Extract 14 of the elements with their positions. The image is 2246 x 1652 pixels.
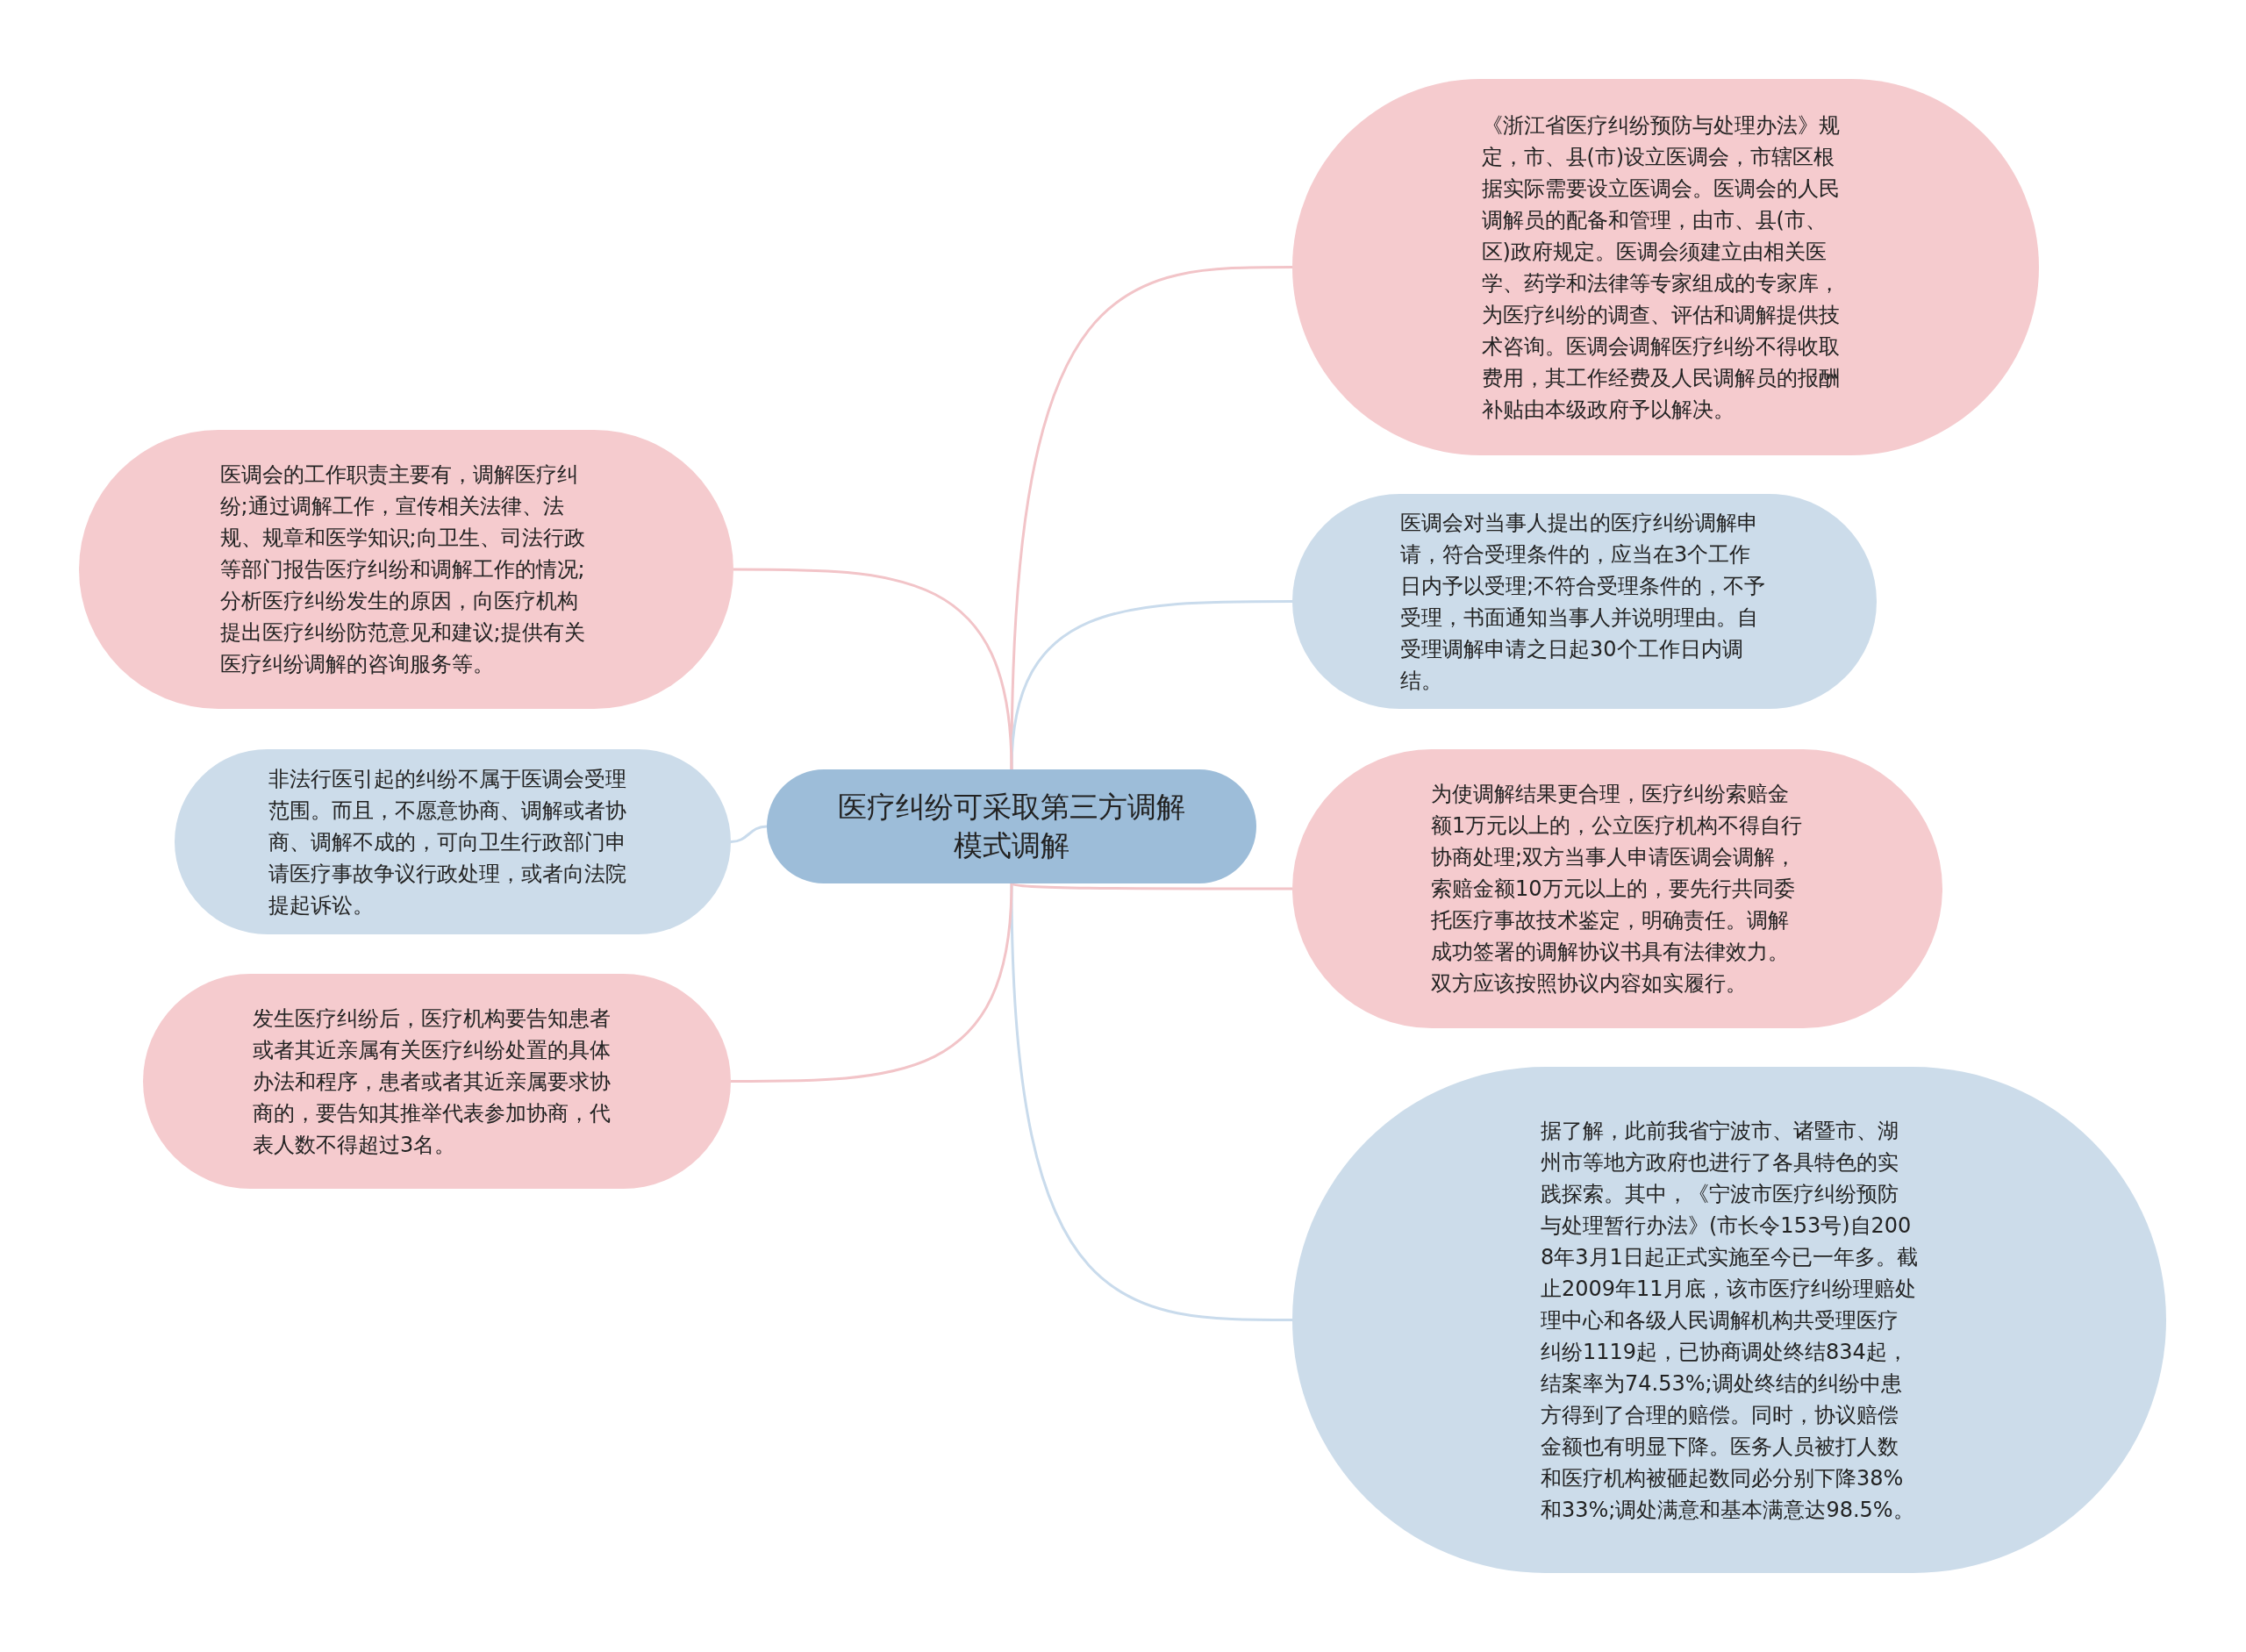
topic-text: 医调会对当事人提出的医疗纠纷调解申请，符合受理条件的，应当在3个工作日内予以受理;不符合受理条件的，不予受理，书面通知当事人并说明理由。自受理调解申请之日起30个工作日内调结。 <box>1400 509 1767 695</box>
topic-text: 发生医疗纠纷后，医疗机构要告知患者或者其近亲属有关医疗纠纷处置的具体办法和程序，患者或者其近亲属要求协商的，要告知其推举代表参加协商，代表人数不得超过3名。 <box>253 1005 612 1159</box>
connector-line <box>1010 883 1292 1321</box>
topic-text: 为使调解结果更合理，医疗纠纷索赔金额1万元以上的，公立医疗机构不得自行协商处理;双方当事人申请医调会调解，索赔金额10万元以上的，要先行共同委托医疗事故技术鉴定，明确责任。调解成功签署的调解协议书具有法律效力。双方应该按照协议内容如实履行。 <box>1431 781 1804 998</box>
connector-line <box>1011 882 1292 890</box>
topic-text: 医调会的工作职责主要有，调解医疗纠纷;通过调解工作，宣传相关法律、法规、规章和医学知识;向卫生、司法行政等部门报告医疗纠纷和调解工作的情况;分析医疗纠纷发生的原因，向医疗机构提出医疗纠纷防范意见和建议;提供有关医疗纠纷调解的咨询服务等。 <box>219 461 586 678</box>
topic-text: 《浙江省医疗纠纷预防与处理办法》规定，市、县(市)设立医调会，市辖区根据实际需要设立医调会。医调会的人民调解员的配备和管理，由市、县(市、区)政府规定。医调会须建立由相关医学、药学和法律等专家组成的专家库，为医疗纠纷的调查、评估和调解提供技术咨询。医调会调解医疗纠纷不得收取费用，其工作经费及人民调解员的报酬补贴由本级政府予以解决。 <box>1481 111 1841 424</box>
topic-text: 非法行医引起的纠纷不属于医调会受理范围。而且，不愿意协商、调解或者协商、调解不成的，可向卫生行政部门申请医疗事故争议行政处理，或者向法院提起诉讼。 <box>268 765 627 919</box>
connector-line <box>733 568 1013 770</box>
topic-text: 据了解，此前我省宁波市、诸暨市、湖州市等地方政府也进行了各具特色的实践探索。其中，《宁波市医疗纠纷预防与处理暂行办法》(市长令153号)自2008年3月1日起正式实施至今已一年多。截止2009年11月底，该市医疗纠纷理赔处理中心和各级人民调解机构共受理医疗纠纷1119起，已协商调处终结834起，结案率为74.53%;调处终结的纠纷中患方得到了合理的赔偿。同时，协议赔偿金额也有明显下降。医务人员被打人数和医疗机构被砸起数同必分别下降38%和33%;调处满意和基本满意达98.5%。 <box>1541 1117 1918 1524</box>
connector-line <box>1010 600 1292 770</box>
connector-line <box>731 883 1013 1083</box>
connector-line <box>730 825 768 843</box>
topic-title: 医疗纠纷可采取第三方调解模式调解 <box>837 789 1186 864</box>
